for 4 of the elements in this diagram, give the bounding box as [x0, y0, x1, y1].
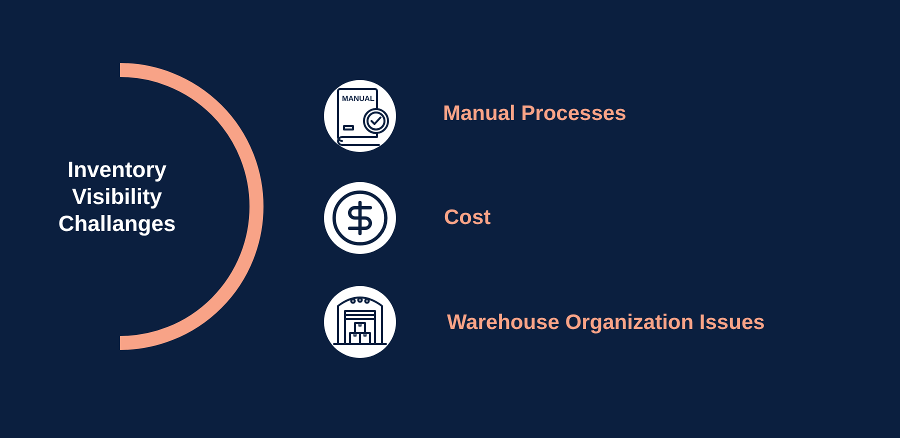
- central-topic-text: Inventory Visibility Challanges: [57, 156, 177, 237]
- challenge-label: Cost: [444, 205, 491, 231]
- challenge-label: Warehouse Organization Issues: [447, 310, 765, 336]
- challenge-label: Manual Processes: [443, 101, 626, 127]
